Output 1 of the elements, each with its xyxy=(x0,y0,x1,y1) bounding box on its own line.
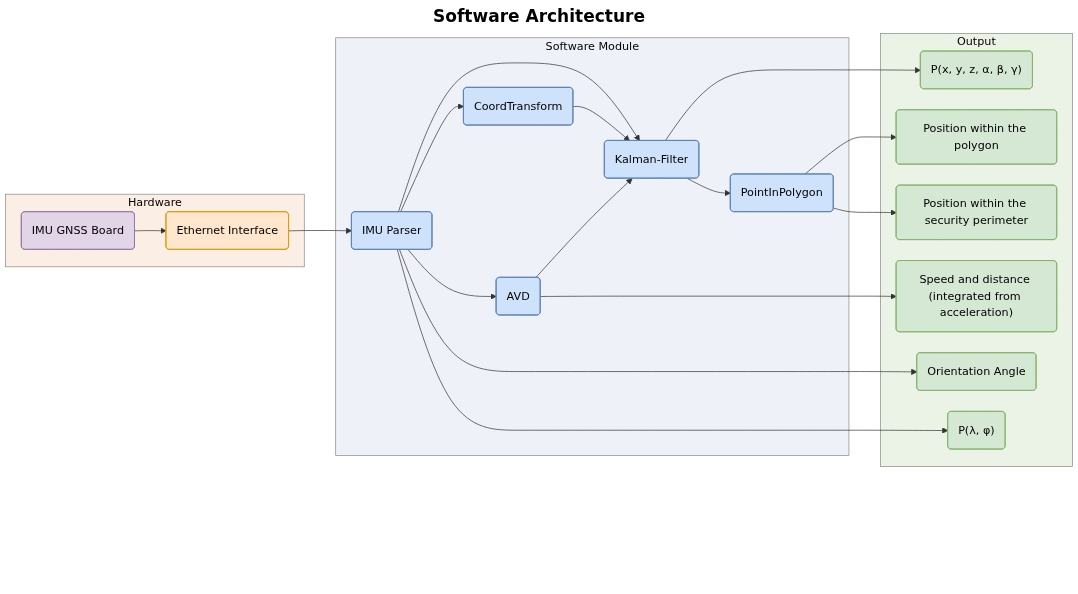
diagram-title: Software Architecture xyxy=(432,5,646,28)
